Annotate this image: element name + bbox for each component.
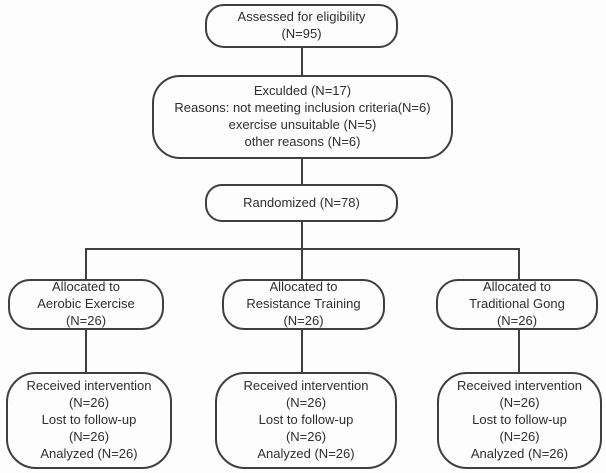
connector-resistance-to-followup xyxy=(301,328,303,374)
flow-box-randomized: Randomized (N=78) xyxy=(205,184,398,222)
flow-box-assessed-for-eligibility: Assessed for eligibility (N=95) xyxy=(205,4,398,48)
connector-gong-to-followup xyxy=(518,328,520,374)
connector-randomized-to-branch xyxy=(301,220,303,249)
connector-branch-to-gong xyxy=(518,248,520,281)
flow-box-allocated-resistance-training: Allocated to Resistance Training (N=26) xyxy=(222,279,385,330)
connector-excluded-to-randomized xyxy=(301,157,303,186)
flow-box-excluded: Exculded (N=17) Reasons: not meeting inc… xyxy=(152,75,453,159)
connector-branch-to-resistance xyxy=(301,248,303,281)
connector-branch-to-aerobic xyxy=(85,248,87,281)
flow-box-followup-aerobic-exercise: Received intervention (N=26) Lost to fol… xyxy=(6,372,172,469)
flow-box-followup-traditional-gong: Received intervention (N=26) Lost to fol… xyxy=(437,372,602,469)
flow-box-followup-resistance-training: Received intervention (N=26) Lost to fol… xyxy=(215,372,397,469)
connector-assessed-to-excluded xyxy=(301,46,303,77)
flow-box-allocated-traditional-gong: Allocated to Traditional Gong (N=26) xyxy=(436,279,598,330)
flow-box-allocated-aerobic-exercise: Allocated to Aerobic Exercise (N=26) xyxy=(8,279,164,330)
connector-aerobic-to-followup xyxy=(85,328,87,374)
